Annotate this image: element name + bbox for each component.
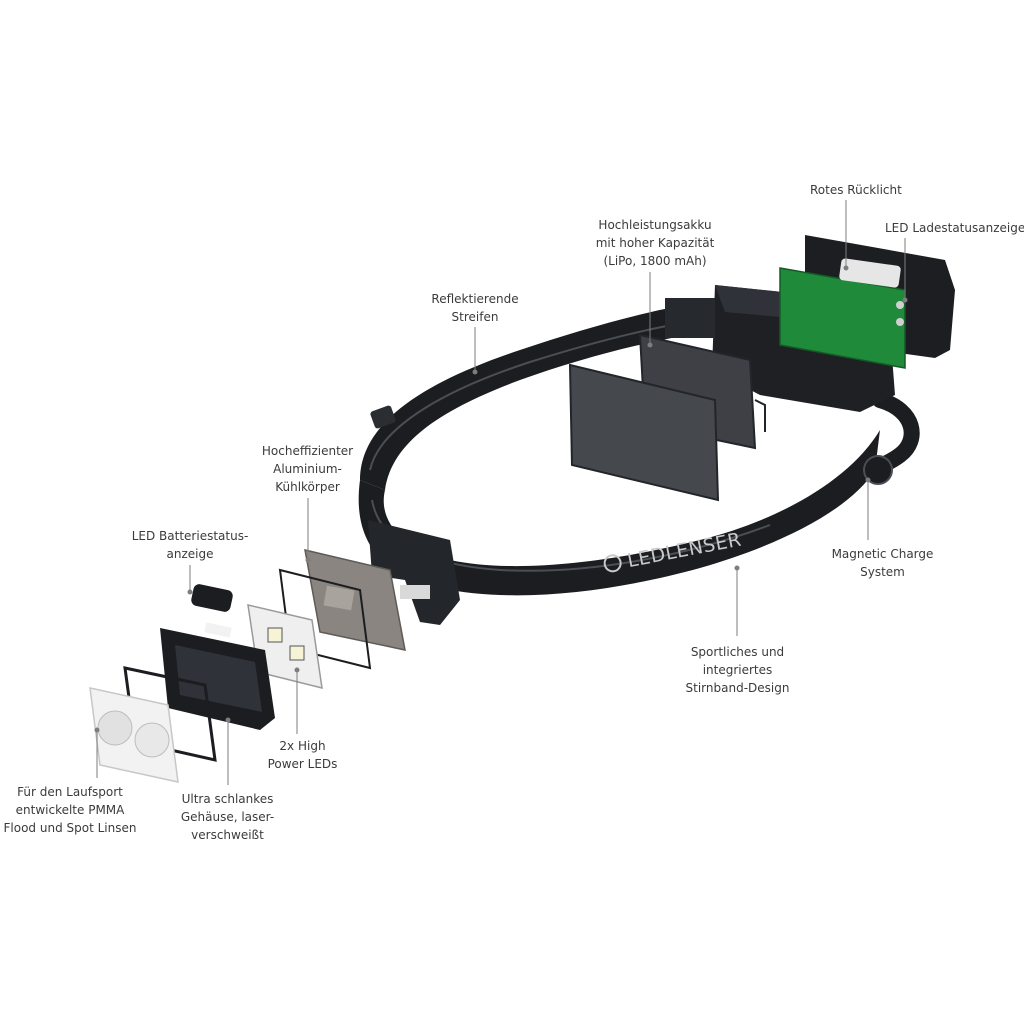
callout-charge-indicator: LED Ladestatusanzeige xyxy=(885,221,1024,235)
front-mount xyxy=(368,520,460,625)
callout-heatsink: Hocheffizienter Aluminium- Kühlkörper xyxy=(261,444,354,494)
callout-power-leds: 2x High Power LEDs xyxy=(267,739,338,771)
callout-pmma-lenses: Für den Laufsport entwickelte PMMA Flood… xyxy=(3,785,137,835)
rear-light-module xyxy=(779,235,955,369)
callout-rear-light: Rotes Rücklicht xyxy=(810,183,902,197)
battery-status-button xyxy=(191,584,233,612)
leader-lines xyxy=(94,200,908,785)
callout-reflective-stripes: Reflektierende Streifen xyxy=(431,292,519,324)
callout-headband-design: Sportliches und integriertes Stirnband-D… xyxy=(685,645,790,695)
callout-battery-status: LED Batteriestatus- anzeige xyxy=(131,529,249,561)
front-housing xyxy=(160,622,275,730)
callout-battery: Hochleistungsakku mit hoher Kapazität (L… xyxy=(595,218,715,268)
battery-cells xyxy=(568,333,766,502)
pmma-lens xyxy=(89,687,179,783)
callout-slim-housing: Ultra schlankes Gehäuse, laser- verschwe… xyxy=(180,792,275,842)
callout-magnetic-charge: Magnetic Charge System xyxy=(831,547,934,579)
